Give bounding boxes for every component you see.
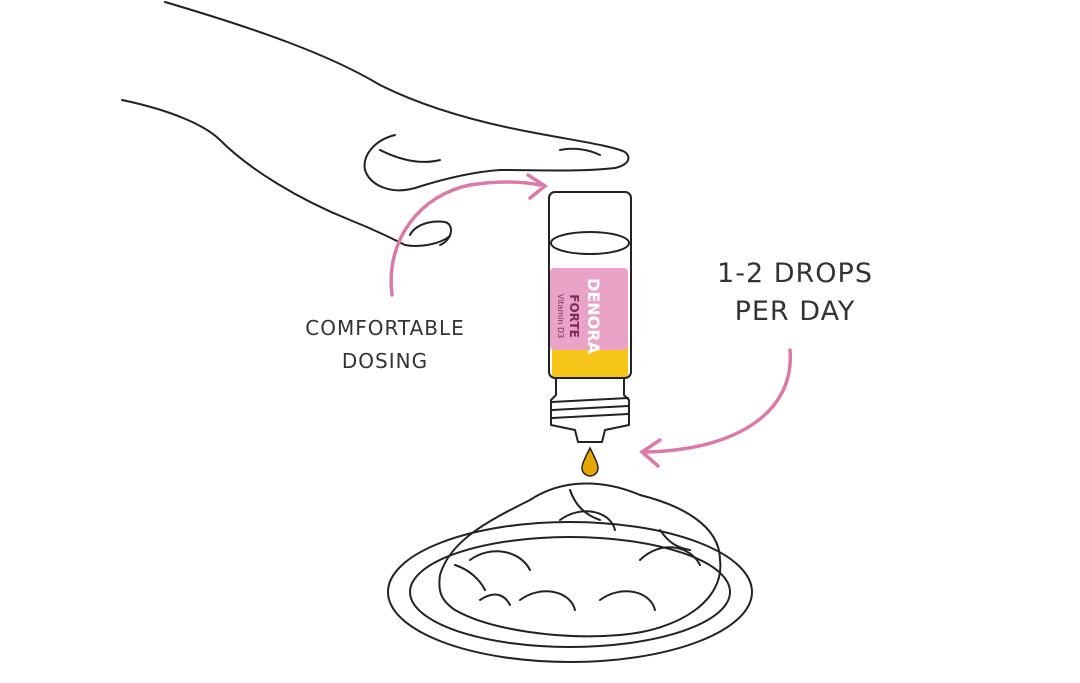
arrow-left-head <box>526 173 548 200</box>
caption-left-line2: DOSING <box>341 349 429 373</box>
label-subtitle: Vitamin D3 <box>556 294 565 338</box>
caption-left-line1: COMFORTABLE <box>305 316 465 340</box>
caption-right-line1: 1-2 DROPS <box>717 258 873 289</box>
hand-drawing <box>121 1 630 247</box>
oil-drop <box>581 446 599 477</box>
arrow-right-curve <box>643 348 792 454</box>
plate-with-salad <box>387 482 753 663</box>
caption-right-line2: PER DAY <box>734 296 856 327</box>
dropper-bottle: DENORA FORTE Vitamin D3 <box>548 191 632 477</box>
label-brand: DENORA <box>584 278 603 355</box>
caption-comfortable-dosing: COMFORTABLE DOSING <box>295 312 475 378</box>
label-product: FORTE <box>567 294 581 337</box>
caption-drops-per-day: 1-2 DROPS PER DAY <box>700 255 890 331</box>
arrow-right-head <box>639 438 662 468</box>
arrow-left-curve <box>389 180 542 297</box>
